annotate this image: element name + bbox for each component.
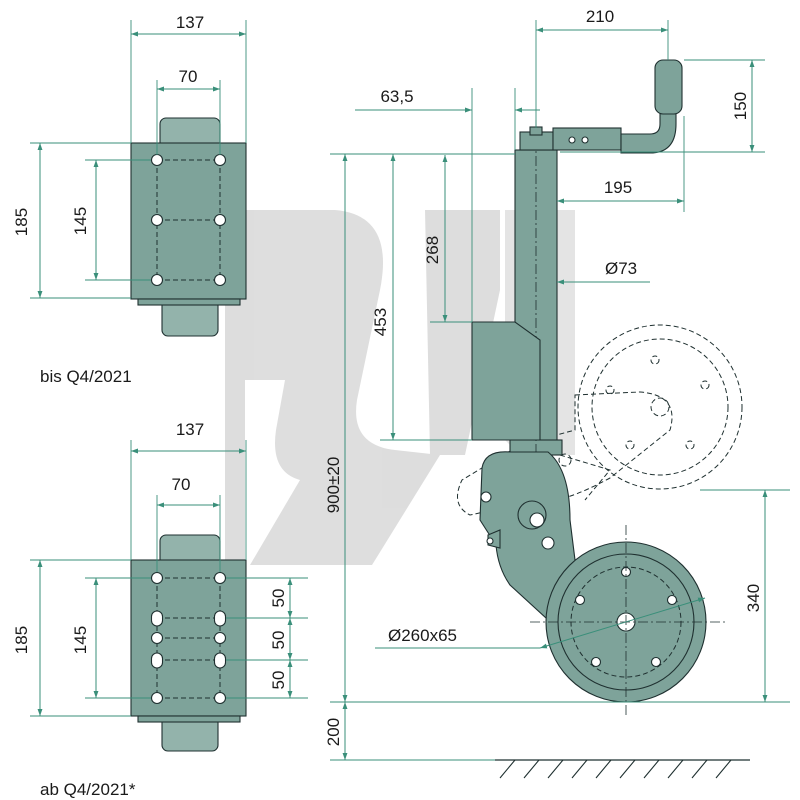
top-width-inner-label: 70 <box>179 67 198 86</box>
bottom-height-inner-label: 145 <box>71 626 90 654</box>
crank-arm <box>620 107 677 154</box>
mounting-hole <box>150 213 164 227</box>
top-variant-caption: bis Q4/2021 <box>40 367 132 386</box>
mounting-hole <box>213 213 227 227</box>
wheel-axis-height-label: 340 <box>744 584 763 612</box>
slotted-hole <box>213 610 227 627</box>
top-bracket-hole-grid <box>150 153 227 287</box>
crank-to-axis-label: 195 <box>604 178 632 197</box>
jockey-wheel-view: 210 150 63,5 195 Ø73 268 453 900±20 <box>324 7 790 779</box>
top-bracket-view: 137 70 185 145 bis Q4/2021 <box>12 13 247 386</box>
bottom-width-inner-label: 70 <box>172 475 191 494</box>
bottom-width-outer-label: 137 <box>176 420 204 439</box>
top-width-outer-label: 137 <box>176 13 204 32</box>
bottom-spacing-3-label: 50 <box>269 671 288 690</box>
wheel-size-label: Ø260x65 <box>388 626 457 645</box>
crank-height-label: 150 <box>731 92 750 120</box>
slotted-hole <box>213 652 227 669</box>
bottom-bracket-hole-grid <box>150 571 227 705</box>
mounting-hole <box>213 691 227 705</box>
mounting-hole <box>150 273 164 287</box>
ground-line <box>495 759 750 779</box>
bottom-bracket-plate <box>130 559 247 717</box>
mounting-hole <box>150 691 164 705</box>
mounting-hole <box>213 153 227 167</box>
top-height-outer-label: 185 <box>12 208 31 236</box>
ground-clearance-label: 200 <box>324 718 343 746</box>
overall-height-label: 900±20 <box>324 457 343 514</box>
bottom-variant-caption: ab Q4/2021* <box>40 780 136 799</box>
bottom-bracket-flange <box>137 715 241 723</box>
tube-to-clamp-label: 268 <box>423 236 442 264</box>
top-bracket-plate <box>130 142 247 300</box>
mounting-hole <box>150 153 164 167</box>
bottom-bracket-view: 137 70 185 145 50 50 50 ab Q4/2021* <box>12 420 308 799</box>
tube-diameter-label: Ø73 <box>605 259 637 278</box>
bottom-spacing-1-label: 50 <box>269 589 288 608</box>
crank-grip <box>654 59 683 115</box>
top-bracket-flange <box>137 298 241 306</box>
bottom-spacing-2-label: 50 <box>269 631 288 650</box>
slotted-hole <box>150 610 164 627</box>
bottom-height-outer-label: 185 <box>12 626 31 654</box>
crank-reach-label: 210 <box>586 7 614 26</box>
mounting-hole <box>213 273 227 287</box>
clamp-height-label: 453 <box>371 308 390 336</box>
clamp-block <box>471 321 541 441</box>
mounting-hole <box>213 631 227 645</box>
mounting-hole <box>150 571 164 585</box>
mounting-hole <box>150 631 164 645</box>
slotted-hole <box>150 652 164 669</box>
top-height-inner-label: 145 <box>71 207 90 235</box>
mounting-hole <box>213 571 227 585</box>
crank-pin <box>529 126 543 136</box>
clamp-offset-label: 63,5 <box>380 87 413 106</box>
crank-handle <box>519 59 683 154</box>
